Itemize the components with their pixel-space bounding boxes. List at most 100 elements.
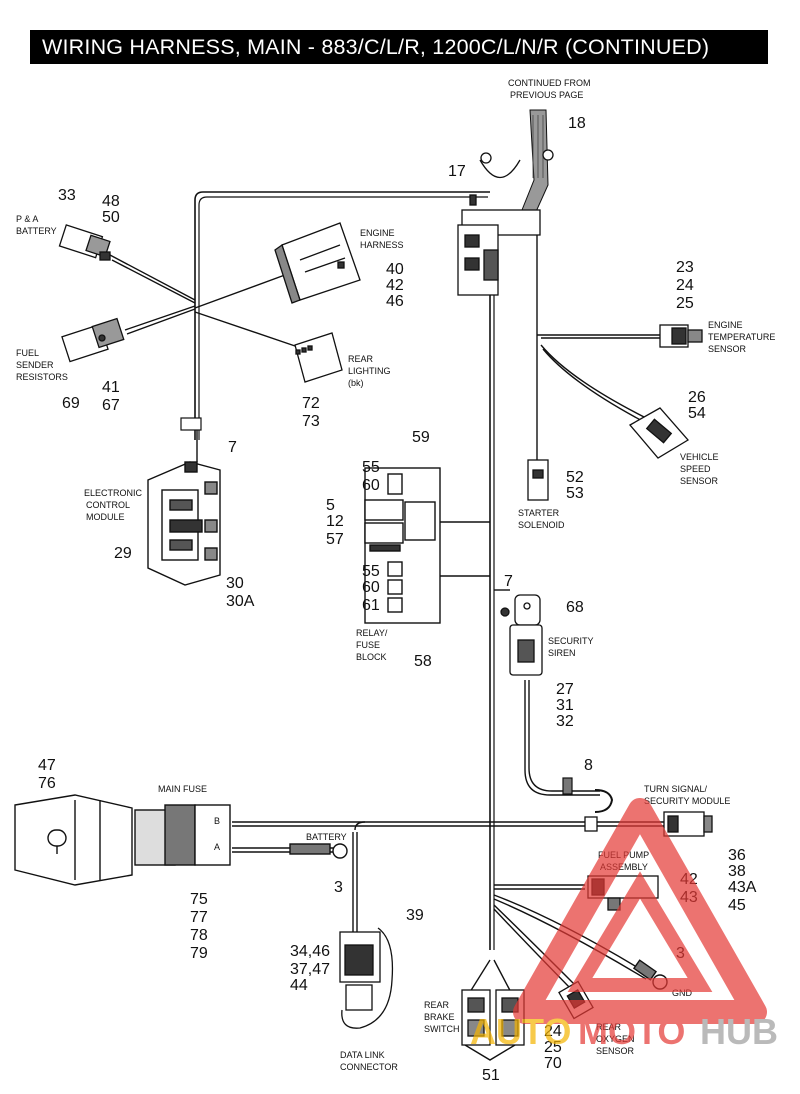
callout-7-siren: 7 [504,573,513,590]
callout-25-temp: 25 [676,295,694,312]
callout-50: 50 [102,209,120,226]
callout-29: 29 [114,545,132,562]
callout-52: 52 [566,469,584,486]
label-fuel-3: RESISTORS [16,372,68,382]
callout-46-engine: 46 [386,293,404,310]
callout-58: 58 [414,653,432,670]
callout-32: 32 [556,713,574,730]
harness-conduit [519,109,549,226]
label-rear-brake-3: SWITCH [424,1024,460,1034]
label-starter-2: SOLENOID [518,520,565,530]
starter-solenoid-connector [527,459,549,501]
callout-31: 31 [556,697,574,714]
callout-76: 76 [38,775,56,792]
label-pa-1: P & A [16,214,38,224]
label-rear-lighting-2: LIGHTING [348,366,391,376]
label-relay-2: FUSE [356,640,380,650]
watermark-moto: MOTO [578,1011,685,1052]
page-title: WIRING HARNESS, MAIN - 883/C/L/R, 1200C/… [42,35,710,59]
callout-48: 48 [102,193,120,210]
callout-numbers: 18 17 33 48 50 40 42 46 41 67 69 72 73 2… [38,115,757,1084]
label-ecm-1: ELECTRONIC [84,488,143,498]
callout-34-46: 34,46 [290,943,330,960]
callout-53: 53 [566,485,584,502]
label-battery: BATTERY [306,832,347,842]
label-turn-1: TURN SIGNAL/ [644,784,708,794]
label-ets-2: TEMPERATURE [708,332,775,342]
label-fuse-a: A [214,842,220,852]
label-rear-brake-1: REAR [424,1000,450,1010]
callout-54: 54 [688,405,706,422]
callout-59: 59 [412,429,430,446]
callout-75: 75 [190,891,208,908]
callout-3-battery: 3 [334,879,343,896]
callout-33: 33 [58,187,76,204]
label-siren-1: SECURITY [548,636,594,646]
callout-17: 17 [448,163,466,180]
label-rear-lighting-3: (bk) [348,378,364,388]
callout-51: 51 [482,1067,500,1084]
harness-sleeve [180,417,202,431]
callout-45: 45 [728,897,746,914]
label-fuel-pump-2: ASSEMBLY [600,862,648,872]
callout-24-temp: 24 [676,277,694,294]
engine-temp-sensor [659,324,703,348]
callout-44: 44 [290,977,308,994]
rear-lighting-connector [294,332,343,383]
label-starter-1: STARTER [518,508,560,518]
callout-38: 38 [728,863,746,880]
watermark-auto: AUTO [470,1011,571,1052]
label-fuel-1: FUEL [16,348,39,358]
label-rear-lighting-1: REAR [348,354,374,364]
callout-26: 26 [688,389,706,406]
label-engine-harness-2: HARNESS [360,240,404,250]
callout-78: 78 [190,927,208,944]
callout-25-oxygen: 25 [544,1039,562,1056]
callout-73: 73 [302,413,320,430]
ground-stud [562,777,614,813]
label-ecm-3: MODULE [86,512,125,522]
callout-47: 47 [38,757,56,774]
label-fuse-b: B [214,816,220,826]
callout-41: 41 [102,379,120,396]
label-gnd: GND [672,988,693,998]
callout-24-oxygen: 24 [544,1023,562,1040]
label-data-link-1: DATA LINK [340,1050,385,1060]
callout-39: 39 [406,907,424,924]
data-link-connector [339,927,394,1029]
label-oxygen-3: SENSOR [596,1046,635,1056]
callout-30: 30 [226,575,244,592]
label-engine-harness-1: ENGINE [360,228,395,238]
callout-5: 5 [326,497,335,514]
callout-30a: 30A [226,593,255,610]
label-oxygen-2: OXYGEN [596,1034,635,1044]
watermark-logo: AUTO MOTO HUB [470,798,778,1052]
turn-signal-connector [584,811,713,837]
callout-60-top: 60 [362,477,380,494]
ecm-module [147,461,221,586]
fuel-sender-connector [61,317,125,363]
label-main-fuse: MAIN FUSE [158,784,207,794]
label-pa-2: BATTERY [16,226,57,236]
callout-23: 23 [676,259,694,276]
label-turn-2: SECURITY MODULE [644,796,730,806]
battery-ring-terminal [289,843,348,859]
label-siren-2: SIREN [548,648,576,658]
callout-68: 68 [566,599,584,616]
callout-43a: 43A [728,879,757,896]
label-fuel-2: SENDER [16,360,54,370]
label-rear-brake-2: BRAKE [424,1012,455,1022]
junction-housing [457,149,554,296]
callout-57: 57 [326,531,344,548]
relay-fuse-block [364,467,441,624]
vehicle-speed-sensor [628,407,690,459]
callout-69: 69 [62,395,80,412]
label-relay-3: BLOCK [356,652,387,662]
engine-harness-connector [274,222,361,304]
callout-77: 77 [190,909,208,926]
callout-60-bottom: 60 [362,579,380,596]
callout-18: 18 [568,115,586,132]
label-ets-3: SENSOR [708,344,747,354]
callout-42-engine: 42 [386,277,404,294]
label-ets-1: ENGINE [708,320,743,330]
